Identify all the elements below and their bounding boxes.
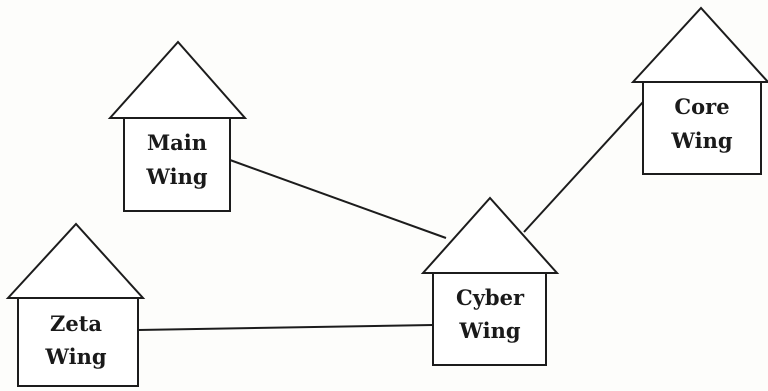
core-wing-label-line2: Wing [670,128,732,153]
zeta-wing-label-line1: Zeta [50,311,102,336]
cyber-wing-label-line2: Wing [458,318,520,343]
main-wing-body [123,117,231,212]
main-wing-label-line1: Main [147,130,207,155]
link-zeta-cyber [137,324,434,331]
building-cyber-wing: Cyber Wing [420,196,560,366]
building-zeta-wing: Zeta Wing [5,222,146,387]
core-wing-roof [630,6,768,83]
building-core-wing: Core Wing [630,6,768,175]
cyber-wing-roof [420,196,560,274]
link-main-cyber [229,159,447,239]
cyber-wing-body [432,272,547,366]
building-main-wing: Main Wing [107,40,248,212]
zeta-wing-body [17,297,139,387]
main-wing-roof [107,40,248,119]
core-wing-body [642,81,762,175]
cyber-wing-label-line1: Cyber [456,285,525,310]
zeta-wing-label-line2: Wing [44,344,106,369]
link-core-cyber [523,101,644,233]
core-wing-label-line1: Core [674,94,729,119]
main-wing-label-line2: Wing [145,164,207,189]
zeta-wing-roof [5,222,146,299]
